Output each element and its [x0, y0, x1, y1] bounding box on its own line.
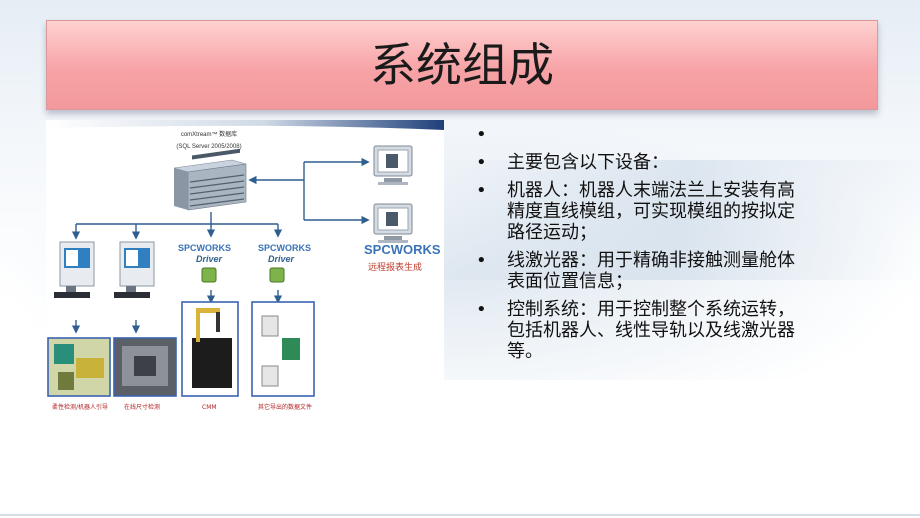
spc-logo-2: SPCWORKS: [258, 243, 311, 253]
bullet-list: • • 主要包含以下设备： • 机器人：机器人末端法兰上安装有高精度直线模组，可…: [476, 124, 806, 369]
bullet-item-laser: • 线激光器：用于精确非接触测量舱体表面位置信息；: [476, 250, 806, 292]
bullet-item-intro: • 主要包含以下设备：: [476, 152, 806, 173]
data-files-image: [251, 301, 315, 397]
driver-label-2: Driver: [268, 254, 295, 264]
server-label-1: comXtream™ 数据库: [181, 130, 237, 138]
bullet-text: 主要包含以下设备：: [507, 152, 669, 173]
workstation-icon-1: [54, 241, 95, 298]
driver-label-1: Driver: [196, 254, 223, 264]
caption-robot-inspection: 柔性检测/机器人引导: [52, 403, 108, 411]
monitor-icon-top: [373, 145, 413, 185]
bullet-item-empty: •: [476, 124, 806, 145]
title-banner: 系统组成: [46, 20, 878, 110]
spc-logo-1: SPCWORKS: [178, 243, 231, 253]
bullet-text: 线激光器：用于精确非接触测量舱体表面位置信息；: [507, 250, 795, 292]
bullet-text: 机器人：机器人末端法兰上安装有高精度直线模组，可实现模组的按拟定路径运动；: [507, 180, 795, 243]
spc-logo-report: SPCWORKS: [364, 242, 441, 257]
monitor-icon-bottom: [373, 203, 413, 243]
system-diagram: comXtream™ 数据库 (SQL Server 2005/2008): [46, 120, 444, 422]
bullet-text: 控制系统：用于控制整个系统运转，包括机器人、线性导轨以及线激光器等。: [507, 299, 795, 362]
bullet-item-robot: • 机器人：机器人末端法兰上安装有高精度直线模组，可实现模组的按拟定路径运动；: [476, 180, 806, 243]
bullet-marker: •: [476, 250, 487, 271]
server-icon: [173, 148, 247, 211]
bullet-marker: •: [476, 152, 487, 173]
caption-cmm: CMM: [202, 404, 217, 411]
cmm-machine-image: [181, 301, 239, 397]
bottom-divider: [0, 514, 920, 516]
server-label-2: (SQL Server 2005/2008): [176, 144, 241, 150]
bullet-marker: •: [476, 180, 487, 201]
bullet-item-control: • 控制系统：用于控制整个系统运转，包括机器人、线性导轨以及线激光器等。: [476, 299, 806, 362]
robot-inspection-image: [47, 337, 111, 397]
background-streak: [440, 160, 920, 280]
connection-lines: [71, 157, 370, 334]
bullet-marker: •: [476, 299, 487, 320]
workstation-icon-2: [114, 241, 155, 298]
report-label: 远程报表生成: [368, 261, 422, 273]
bullet-marker: •: [476, 124, 487, 145]
caption-online-inspection: 在线尺寸检测: [124, 403, 160, 411]
driver-icon-2: [269, 267, 285, 283]
caption-data-files: 其它导出的数据文件: [258, 403, 312, 411]
slide-title: 系统组成: [370, 38, 554, 92]
diagram-top-band: [46, 120, 444, 130]
driver-icon-1: [201, 267, 217, 283]
online-inspection-image: [113, 337, 177, 397]
